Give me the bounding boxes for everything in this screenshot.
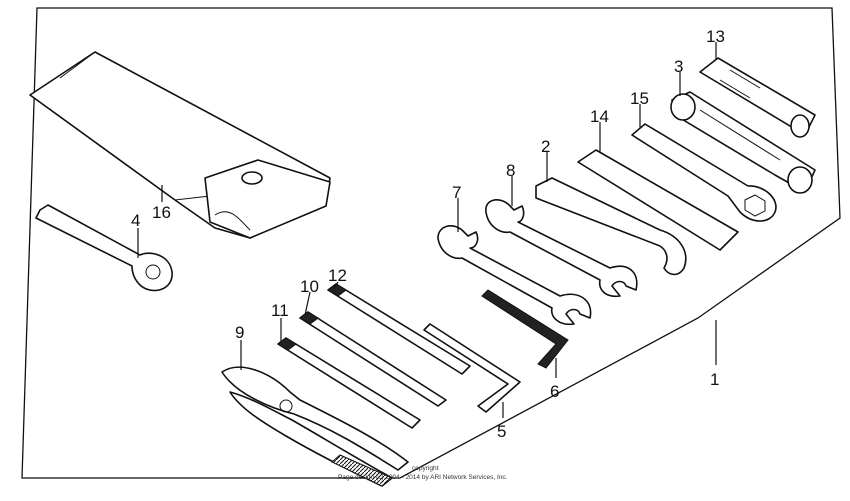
callout-6: 6 [550,382,559,401]
copyright-line-2: Page design (c) 2004 - 2014 by ARI Netwo… [338,474,508,481]
callout-16: 16 [152,203,171,222]
callout-11: 11 [271,301,289,320]
hook-wrench-part [535,177,687,276]
open-wrench-8-part [485,199,638,298]
callout-12: 12 [328,266,347,285]
tool-bag-part [29,51,331,239]
small-wrench-part [35,204,173,292]
callout-5: 5 [497,422,506,441]
callout-4: 4 [131,211,140,230]
callout-3: 3 [674,57,683,76]
assembly-boundary [21,7,841,479]
leader-lines [137,42,717,418]
callout-15: 15 [630,89,649,108]
callout-13: 13 [706,27,725,46]
callout-10: 10 [300,277,319,296]
callout-2: 2 [541,137,550,156]
copyright-line-1: copyright [412,465,439,472]
open-wrench-7-part [437,225,592,326]
plug-wrench-part [670,91,816,194]
callout-1: 1 [710,370,719,389]
handle-part [631,123,777,222]
callout-9: 9 [235,323,244,342]
pliers-part [221,366,409,487]
callout-8: 8 [506,161,515,180]
extension-bar-part [699,57,816,138]
hex-wrench-6-part [481,289,569,369]
flat-bar-part [577,149,739,251]
callout-14: 14 [590,107,609,126]
callout-7: 7 [452,183,461,202]
screwdriver-12-part [327,283,471,375]
screwdriver-11-part [277,337,421,429]
hex-wrench-5-part [423,323,521,413]
